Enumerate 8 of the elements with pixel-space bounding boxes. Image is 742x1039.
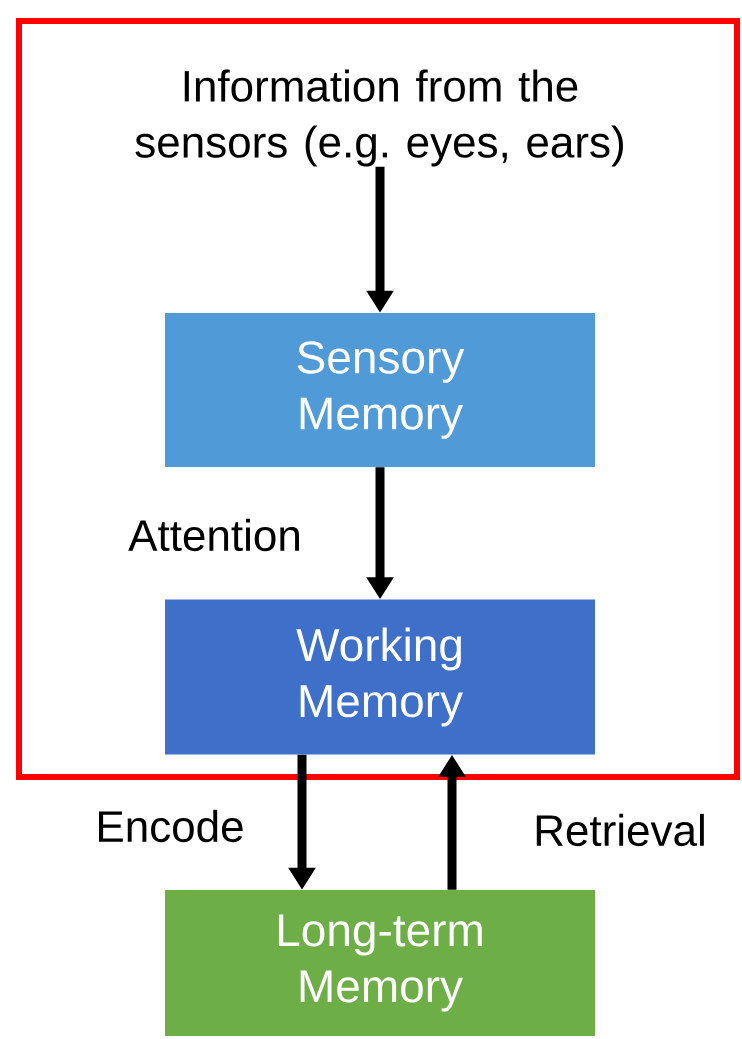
memory-box: Sensory Memory xyxy=(165,313,595,467)
edge-label: Retrieval xyxy=(531,811,709,849)
edge-label: Encode xyxy=(93,807,247,845)
memory-box: Long-term Memory xyxy=(165,890,595,1036)
memory-box: Working Memory xyxy=(165,599,595,755)
edge-label: Attention xyxy=(126,516,304,554)
frame-box xyxy=(16,18,740,780)
input-text: Information from the sensors (e.g. eyes, ears) xyxy=(135,69,623,167)
